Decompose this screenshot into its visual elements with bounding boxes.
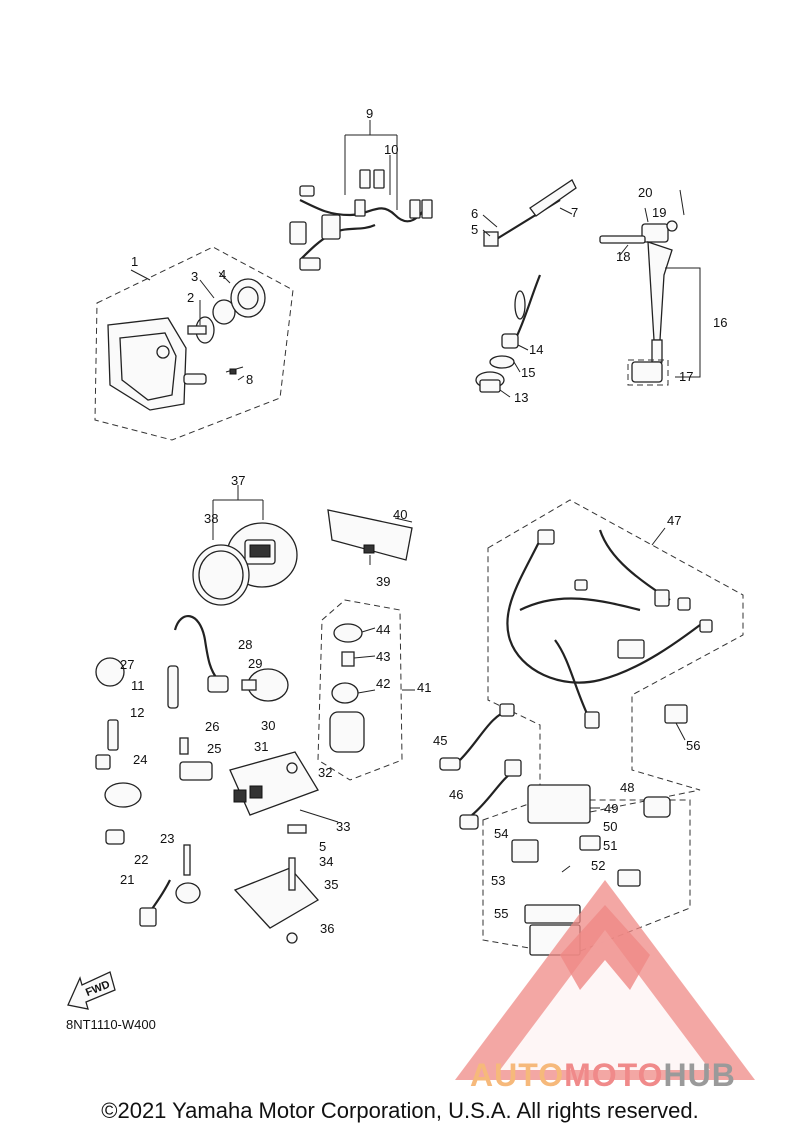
callout-20: 20 [638, 185, 652, 200]
callout-5b: 5 [319, 839, 326, 854]
sensor-group [482, 179, 577, 247]
ecu-group [229, 751, 339, 944]
watermark-part-moto: MOTO [564, 1057, 664, 1093]
callout-54: 54 [494, 826, 508, 841]
callout-3: 3 [191, 269, 198, 284]
callout-18: 18 [616, 249, 630, 264]
callout-33: 33 [336, 819, 350, 834]
callout-49: 49 [604, 801, 618, 816]
callout-44: 44 [376, 622, 390, 637]
callout-28: 28 [238, 637, 252, 652]
callout-40: 40 [393, 507, 407, 522]
callout-12: 12 [130, 705, 144, 720]
callout-5: 5 [471, 222, 478, 237]
callout-19: 19 [652, 205, 666, 220]
horn-group [475, 274, 542, 398]
callout-25: 25 [207, 741, 221, 756]
cover-group [327, 509, 413, 565]
callout-39: 39 [376, 574, 390, 589]
callout-9: 9 [366, 106, 373, 121]
callout-37: 37 [231, 473, 245, 488]
callout-14: 14 [529, 342, 543, 357]
sub-harness-group [289, 120, 433, 271]
meter-group [192, 485, 298, 606]
watermark-text: AUTOMOTOHUB [470, 1057, 736, 1094]
callout-43: 43 [376, 649, 390, 664]
callout-56: 56 [686, 738, 700, 753]
callout-22: 22 [134, 852, 148, 867]
callout-32: 32 [318, 765, 332, 780]
callout-46: 46 [449, 787, 463, 802]
callout-8: 8 [246, 372, 253, 387]
callout-13: 13 [514, 390, 528, 405]
main-harness-group [487, 499, 744, 823]
callout-21: 21 [120, 872, 134, 887]
callout-35: 35 [324, 877, 338, 892]
left-sensors-group [95, 614, 289, 927]
callout-53: 53 [491, 873, 505, 888]
sensor-45-46-group [439, 703, 522, 830]
callout-4: 4 [219, 267, 226, 282]
headlight-group [94, 246, 294, 441]
callout-45: 45 [433, 733, 447, 748]
relay-56-group [664, 704, 688, 741]
callout-36: 36 [320, 921, 334, 936]
callout-51: 51 [603, 838, 617, 853]
callout-7: 7 [571, 205, 578, 220]
callout-10: 10 [384, 142, 398, 157]
fwd-arrow [67, 971, 116, 1010]
callout-50: 50 [603, 819, 617, 834]
callout-11: 11 [131, 678, 145, 693]
diagram-code: 8NT1110-W400 [66, 1017, 156, 1032]
callout-47: 47 [667, 513, 681, 528]
callout-29: 29 [248, 656, 262, 671]
callout-31: 31 [254, 739, 268, 754]
switch-group [599, 189, 701, 386]
callout-48: 48 [620, 780, 634, 795]
callout-16: 16 [713, 315, 727, 330]
callout-24: 24 [133, 752, 147, 767]
callout-55: 55 [494, 906, 508, 921]
main-switch-group [317, 599, 415, 781]
callout-42: 42 [376, 676, 390, 691]
callout-1: 1 [131, 254, 138, 269]
callout-6: 6 [471, 206, 478, 221]
callout-2: 2 [187, 290, 194, 305]
callout-30: 30 [261, 718, 275, 733]
callout-34: 34 [319, 854, 333, 869]
callout-52: 52 [591, 858, 605, 873]
watermark-part-auto: AUTO [470, 1057, 565, 1093]
callout-27: 27 [120, 657, 134, 672]
callout-labels: 1 2 3 4 5 6 7 8 9 10 11 12 13 14 15 16 1… [84, 106, 727, 999]
callout-26: 26 [205, 719, 219, 734]
copyright-notice: ©2021 Yamaha Motor Corporation, U.S.A. A… [101, 1098, 699, 1123]
callout-17: 17 [679, 369, 693, 384]
watermark-part-hub: HUB [663, 1057, 736, 1093]
callout-23: 23 [160, 831, 174, 846]
watermark-logo [455, 880, 755, 1080]
fuse-box-group [482, 784, 691, 956]
callout-38: 38 [204, 511, 218, 526]
callout-15: 15 [521, 365, 535, 380]
callout-41: 41 [417, 680, 431, 695]
